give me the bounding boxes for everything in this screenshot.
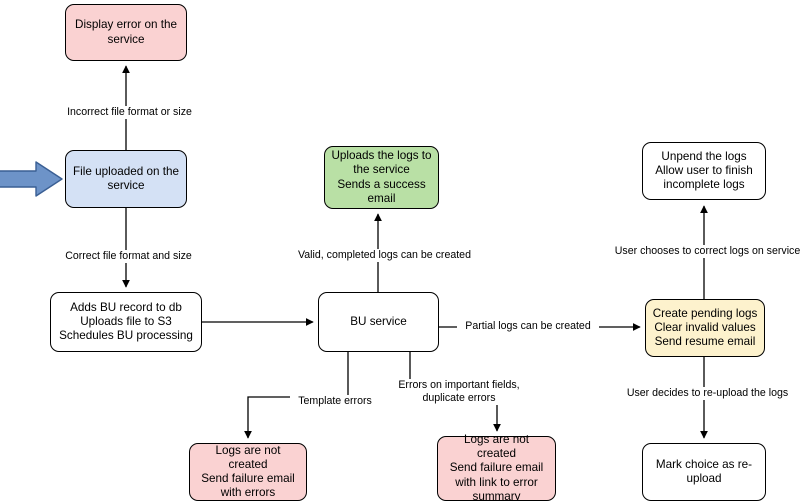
node-logs-not-created-error-summary[interactable]: Logs are not created Send failure email … — [437, 433, 556, 501]
input-blue-arrow-icon — [0, 161, 64, 202]
node-unpend-the-logs[interactable]: Unpend the logs Allow user to finish inc… — [642, 142, 766, 200]
node-bu-service[interactable]: BU service — [318, 292, 439, 352]
node-file-uploaded-on-service[interactable]: File uploaded on the service — [65, 150, 187, 208]
edge-label-partial-logs: Partial logs can be created — [457, 320, 599, 333]
edge-label-correct-file-format: Correct file format and size — [54, 250, 203, 263]
node-create-pending-logs[interactable]: Create pending logs Clear invalid values… — [645, 299, 765, 357]
edge-label-valid-completed-logs: Valid, completed logs can be created — [285, 249, 484, 262]
node-logs-not-created-template-errors[interactable]: Logs are not created Send failure email … — [189, 443, 307, 501]
node-display-error[interactable]: Display error on the service — [65, 4, 187, 61]
node-adds-bu-record[interactable]: Adds BU record to db Uploads file to S3 … — [50, 292, 202, 352]
node-mark-choice-as-reupload[interactable]: Mark choice as re- upload — [642, 443, 766, 501]
edge-label-errors-important-fields: Errors on important fields, duplicate er… — [390, 379, 528, 405]
edge-label-user-chooses-correct-logs: User chooses to correct logs on service — [606, 245, 801, 258]
edge-label-incorrect-file-format: Incorrect file format or size — [55, 106, 204, 119]
edge-label-user-decides-reupload: User decides to re-upload the logs — [617, 387, 798, 400]
node-uploads-logs-success[interactable]: Uploads the logs to the service Sends a … — [324, 146, 439, 209]
edge-label-template-errors: Template errors — [290, 395, 380, 408]
